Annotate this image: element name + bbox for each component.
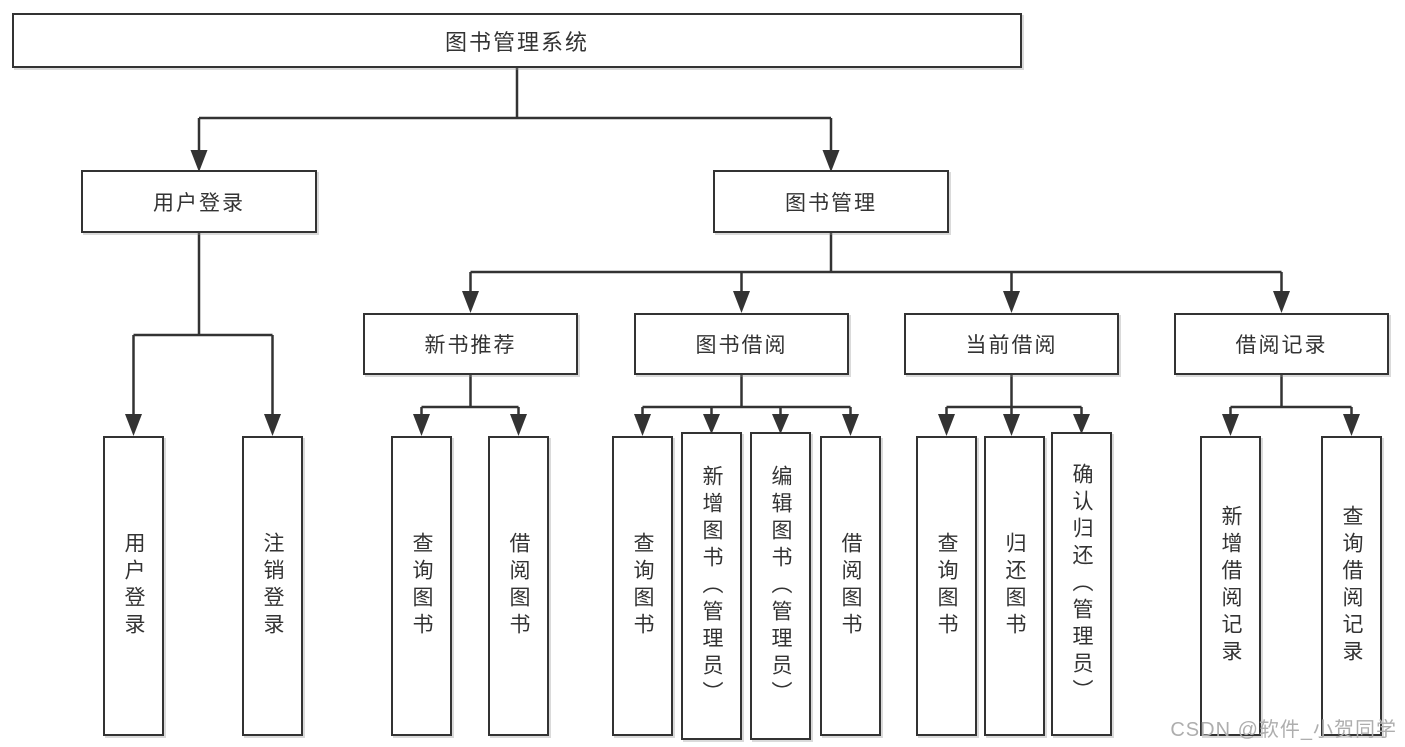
- leaf-logout: 注销登录: [242, 436, 303, 736]
- leaf-nbr-borrow-books: 借阅图书: [488, 436, 549, 736]
- leaf-user-login-label: 用户登录: [122, 532, 146, 640]
- edge-book-borrow-children: [634, 375, 859, 436]
- leaf-cb-confirm-return-admin-label: 确认归还（管理员）: [1070, 462, 1094, 706]
- edge-book-mgmt-children: [462, 233, 1290, 313]
- node-root: 图书管理系统: [12, 13, 1022, 68]
- arrowhead: [703, 414, 720, 434]
- leaf-bb-query-books: 查询图书: [612, 436, 673, 736]
- edge-current-borrow-children: [938, 375, 1090, 436]
- leaf-bb-edit-books-admin: 编辑图书（管理员）: [750, 432, 811, 740]
- arrowhead: [842, 414, 859, 436]
- arrowhead: [125, 414, 142, 436]
- node-current-borrow: 当前借阅: [904, 313, 1119, 375]
- node-current-borrow-label: 当前借阅: [965, 334, 1058, 357]
- node-borrow-records-label: 借阅记录: [1235, 334, 1328, 357]
- node-new-book-rec: 新书推荐: [363, 313, 578, 375]
- arrowhead: [772, 414, 789, 434]
- arrowhead: [1003, 291, 1020, 313]
- edge-user-login-children: [125, 233, 281, 436]
- leaf-bb-query-books-label: 查询图书: [631, 532, 655, 640]
- leaf-cb-return-books: 归还图书: [984, 436, 1045, 736]
- leaf-cb-query-books: 查询图书: [916, 436, 977, 736]
- edge-root-to-level2: [190, 68, 840, 172]
- leaf-br-query-record: 查询借阅记录: [1321, 436, 1382, 736]
- arrowhead: [634, 414, 651, 436]
- leaf-cb-query-books-label: 查询图书: [935, 532, 959, 640]
- node-user-login: 用户登录: [81, 170, 317, 233]
- node-book-mgmt-label: 图书管理: [785, 191, 877, 215]
- leaf-bb-add-books-admin: 新增图书（管理员）: [681, 432, 742, 740]
- leaf-bb-borrow-books: 借阅图书: [820, 436, 881, 736]
- edge-new-book-rec-children: [413, 375, 527, 436]
- leaf-nbr-query-books-label: 查询图书: [410, 532, 434, 640]
- leaf-bb-edit-books-admin-label: 编辑图书（管理员）: [769, 464, 793, 708]
- arrowhead: [462, 291, 479, 313]
- leaf-nbr-query-books: 查询图书: [391, 436, 452, 736]
- leaf-cb-return-books-label: 归还图书: [1003, 532, 1027, 640]
- node-new-book-rec-label: 新书推荐: [424, 334, 517, 357]
- arrowhead: [822, 150, 840, 172]
- edge-borrow-records-children: [1222, 375, 1360, 436]
- arrowhead: [1073, 414, 1090, 434]
- node-book-borrow: 图书借阅: [634, 313, 849, 375]
- arrowhead: [1343, 414, 1360, 436]
- leaf-logout-label: 注销登录: [261, 532, 285, 640]
- leaf-br-query-record-label: 查询借阅记录: [1340, 505, 1364, 667]
- arrowhead: [733, 291, 750, 313]
- leaf-br-add-record: 新增借阅记录: [1200, 436, 1261, 736]
- arrowhead: [1003, 414, 1020, 436]
- node-borrow-records: 借阅记录: [1174, 313, 1389, 375]
- arrowhead: [938, 414, 955, 436]
- leaf-nbr-borrow-books-label: 借阅图书: [507, 532, 531, 640]
- node-user-login-label: 用户登录: [153, 191, 245, 215]
- csdn-watermark: CSDN @软件_小贺同学: [1170, 719, 1397, 741]
- arrowhead: [190, 150, 208, 172]
- leaf-bb-borrow-books-label: 借阅图书: [839, 532, 863, 640]
- leaf-user-login: 用户登录: [103, 436, 164, 736]
- arrowhead: [264, 414, 281, 436]
- arrowhead: [413, 414, 430, 436]
- leaf-cb-confirm-return-admin: 确认归还（管理员）: [1051, 432, 1112, 736]
- node-root-label: 图书管理系统: [444, 29, 589, 55]
- arrowhead: [1273, 291, 1290, 313]
- leaf-br-add-record-label: 新增借阅记录: [1219, 505, 1243, 667]
- leaf-bb-add-books-admin-label: 新增图书（管理员）: [700, 464, 724, 708]
- arrowhead: [1222, 414, 1239, 436]
- node-book-mgmt: 图书管理: [713, 170, 949, 233]
- arrowhead: [510, 414, 527, 436]
- node-book-borrow-label: 图书借阅: [695, 334, 788, 357]
